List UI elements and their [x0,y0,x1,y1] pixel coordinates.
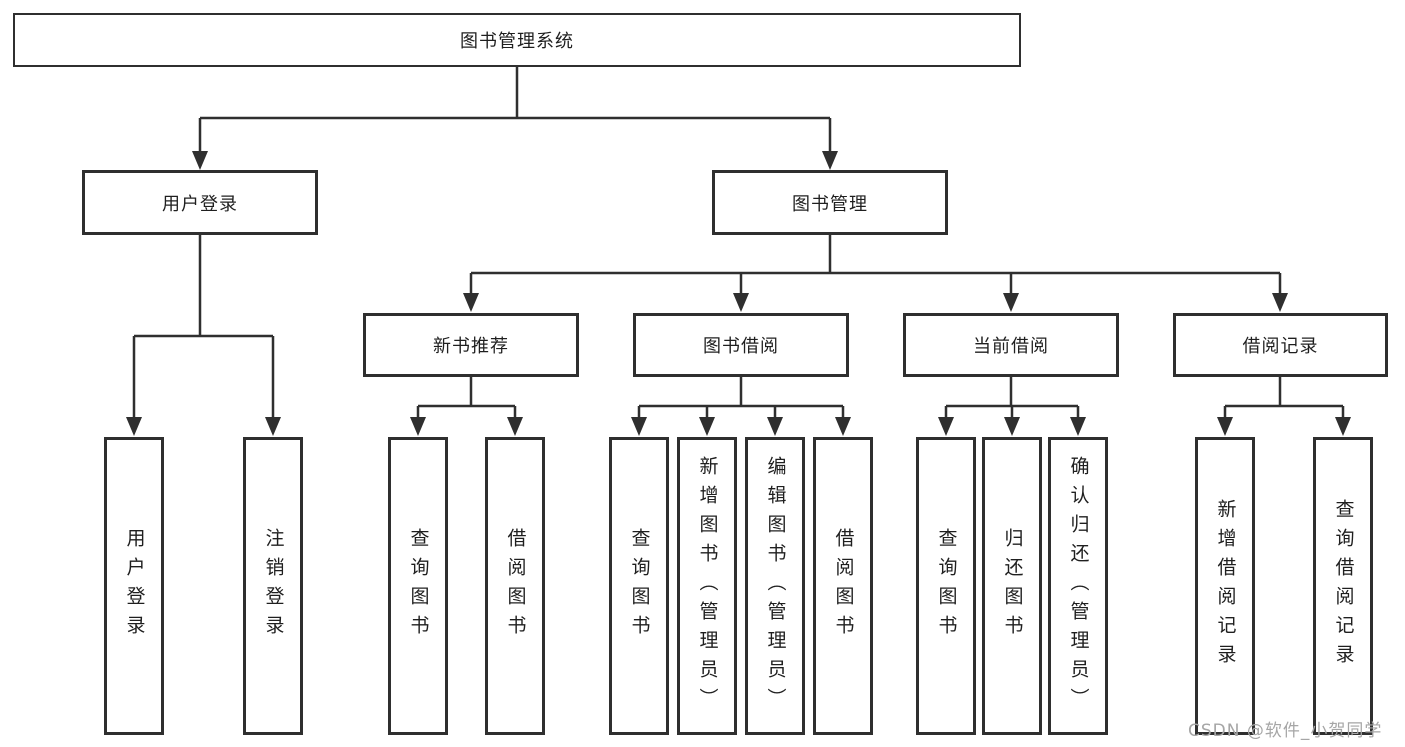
arrowhead-down-icon [835,417,851,436]
arrowhead-down-icon [192,151,208,170]
connector-root-to-level2 [198,67,832,151]
arrowhead-down-icon [1003,293,1019,312]
leaf-query-borrow-record: 查询借阅记录 [1313,437,1373,735]
leaf-query-books: 查询图书 [609,437,669,735]
leaf-add-borrow-record: 新增借阅记录 [1195,437,1255,735]
leaf-label: 借阅图书 [504,528,527,644]
leaf-label: 归还图书 [1001,528,1024,644]
leaf-query-books: 查询图书 [388,437,448,735]
leaf-borrow-books: 借阅图书 [813,437,873,735]
leaf-label: 新增图书（管理员） [696,455,719,717]
node-library-management-system: 图书管理系统 [13,13,1021,67]
leaf-label: 编辑图书（管理员） [764,455,787,717]
leaf-label: 用户登录 [123,528,146,644]
arrowhead-down-icon [1335,417,1351,436]
arrowhead-down-icon [1070,417,1086,436]
leaf-edit-books-admin: 编辑图书（管理员） [745,437,805,735]
arrowhead-down-icon [126,417,142,436]
leaf-query-books: 查询图书 [916,437,976,735]
arrowhead-down-icon [733,293,749,312]
arrowhead-down-icon [463,293,479,312]
arrowhead-down-icon [822,151,838,170]
arrowhead-down-icon [1272,293,1288,312]
node-user-login: 用户登录 [82,170,318,235]
leaf-label: 查询借阅记录 [1332,499,1355,673]
arrowhead-down-icon [767,417,783,436]
leaf-label: 查询图书 [628,528,651,644]
connector-user-login-children [132,235,275,417]
arrowhead-down-icon [1217,417,1233,436]
connector-borrow-records-children [1223,377,1345,417]
node-borrowing-records: 借阅记录 [1173,313,1388,377]
arrowhead-down-icon [631,417,647,436]
leaf-label: 查询图书 [935,528,958,644]
node-current-borrowing: 当前借阅 [903,313,1119,377]
leaf-logout: 注销登录 [243,437,303,735]
csdn-watermark: CSDN @软件_小贺同学 [1188,721,1383,741]
leaf-label: 注销登录 [262,528,285,644]
node-new-book-recommendation: 新书推荐 [363,313,579,377]
leaf-label: 确认归还（管理员） [1067,455,1090,717]
arrowhead-down-icon [507,417,523,436]
connector-book-management-to-level3 [469,235,1282,293]
connector-book-borrow-children [637,377,845,417]
connector-current-borrow-children [944,377,1080,417]
arrowhead-down-icon [265,417,281,436]
arrowhead-down-icon [1004,417,1020,436]
arrowhead-down-icon [938,417,954,436]
leaf-add-books-admin: 新增图书（管理员） [677,437,737,735]
leaf-confirm-return-admin: 确认归还（管理员） [1048,437,1108,735]
leaf-label: 借阅图书 [832,528,855,644]
leaf-label: 新增借阅记录 [1214,499,1237,673]
connector-new-book-children [416,377,517,417]
leaf-return-books: 归还图书 [982,437,1042,735]
leaf-borrow-books: 借阅图书 [485,437,545,735]
leaf-user-login: 用户登录 [104,437,164,735]
arrowhead-down-icon [410,417,426,436]
arrowhead-down-icon [699,417,715,436]
node-book-management: 图书管理 [712,170,948,235]
node-book-borrowing: 图书借阅 [633,313,849,377]
leaf-label: 查询图书 [407,528,430,644]
